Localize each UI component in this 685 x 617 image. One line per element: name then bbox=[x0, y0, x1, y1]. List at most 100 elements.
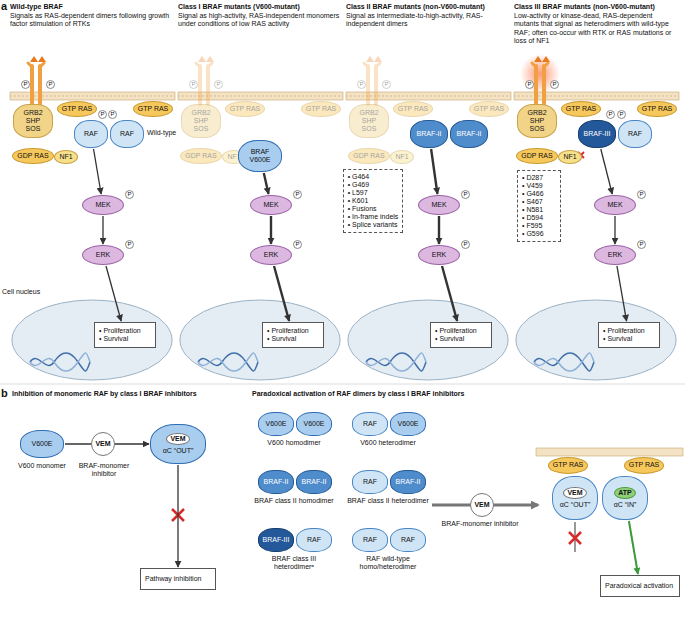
node-text: • L597 bbox=[348, 189, 368, 197]
raf-kinase: ATPαC “IN” bbox=[602, 476, 648, 520]
node-text: • Splice variants bbox=[348, 221, 398, 229]
node-text: VEM bbox=[166, 433, 189, 445]
caption-label: BRAF class III heterodimerᵃ bbox=[252, 555, 336, 572]
signal-arrow bbox=[614, 216, 615, 244]
panel-description: Low-activity or kinase-dead, RAS-depende… bbox=[514, 12, 678, 46]
node-text: MEK bbox=[607, 201, 622, 209]
node-text: GTP RAS bbox=[138, 105, 169, 113]
node-text: αC “IN” bbox=[614, 501, 637, 509]
braf-class-iii: BRAF-III bbox=[258, 528, 295, 552]
signal-arrow bbox=[601, 149, 612, 194]
signal-arrow bbox=[629, 521, 638, 574]
braf-v600e: V600E bbox=[390, 412, 426, 436]
node-text: • In-frame indels bbox=[348, 213, 399, 221]
ras-oval: GTP RAS bbox=[624, 457, 665, 474]
node-text: GRB2 bbox=[191, 109, 210, 117]
node-text: BRAF-II bbox=[417, 130, 442, 138]
receptor-symbol bbox=[364, 56, 382, 104]
node-text: Paradoxical activation bbox=[605, 582, 673, 590]
ras-oval: GTP RAS bbox=[225, 101, 266, 117]
receptor-symbol bbox=[28, 56, 46, 104]
ras-oval: GDP RAS bbox=[180, 148, 221, 164]
panel-letter: b bbox=[1, 387, 8, 400]
raf-kinase: RAF bbox=[296, 528, 332, 552]
adaptor-complex: GRB2SHPSOS bbox=[13, 104, 53, 138]
ras-oval: GTP RAS bbox=[548, 457, 589, 474]
phospho-mark: P bbox=[525, 80, 534, 89]
node-text: GTP RAS bbox=[398, 105, 429, 113]
signal-arrow bbox=[617, 266, 627, 321]
node-text: NF1 bbox=[563, 153, 576, 161]
cell-compartment bbox=[346, 92, 511, 380]
braf-v600e: BRAF V600E bbox=[238, 140, 282, 172]
node-text: V600E bbox=[265, 420, 286, 428]
caption-label: BRAF class II homodimer bbox=[252, 497, 336, 505]
caption-label: BRAF-monomer inhibitor bbox=[72, 462, 136, 479]
mutation-list: • G464• G469• L597• K601• Fusions• In-fr… bbox=[343, 169, 404, 233]
node-text: MEK bbox=[95, 201, 110, 209]
node-text: GTP RAS bbox=[566, 105, 597, 113]
inhibitor-circle: VEM bbox=[91, 432, 115, 456]
outcome-box: Paradoxical activation bbox=[600, 575, 680, 597]
signal-arrow bbox=[274, 266, 289, 321]
kinase-oval: ERK bbox=[418, 245, 460, 265]
node-text: GDP RAS bbox=[17, 152, 48, 160]
caption-label: V600 heterodimer bbox=[346, 439, 430, 447]
raf-kinase: RAF bbox=[352, 470, 388, 494]
node-text: BRAF V600E bbox=[243, 148, 277, 164]
kinase-oval: MEK bbox=[418, 195, 460, 215]
braf-class-ii: BRAF-II bbox=[258, 470, 294, 494]
node-text: RAF bbox=[307, 536, 321, 544]
kinase-oval: ERK bbox=[594, 245, 636, 265]
node-text: SOS bbox=[26, 125, 41, 133]
signal-arrow bbox=[177, 465, 178, 567]
node-text: αC “OUT” bbox=[163, 447, 194, 455]
node-text: ERK bbox=[96, 251, 110, 259]
panel-description: Signal as high-activity, RAS-independent… bbox=[178, 12, 342, 29]
node-text: αC “OUT” bbox=[560, 501, 591, 509]
ras-oval: GTP RAS bbox=[561, 101, 602, 117]
raf-kinase: RAF bbox=[110, 120, 144, 148]
membrane bbox=[536, 448, 683, 456]
annotation-label: Wild-type bbox=[147, 129, 176, 137]
signal-arrow bbox=[264, 173, 269, 194]
raf-kinase: RAF bbox=[390, 528, 426, 552]
ras-oval: GTP RAS bbox=[133, 101, 174, 117]
node-text: NF1 bbox=[59, 153, 72, 161]
node-text: BRAF-III bbox=[263, 536, 290, 544]
node-text: ERK bbox=[264, 251, 278, 259]
kinase-oval: MEK bbox=[82, 195, 124, 215]
signal-arrow bbox=[106, 266, 121, 321]
node-text: ERK bbox=[432, 251, 446, 259]
node-text: GRB2 bbox=[23, 109, 42, 117]
panel-heading: Class II BRAF mutants (non-V600-mutant) bbox=[346, 3, 510, 11]
node-text: BRAF-II bbox=[457, 130, 482, 138]
braf-class-iii: BRAF-III bbox=[578, 120, 616, 148]
raf-kinase: RAF bbox=[352, 412, 388, 436]
adaptor-complex: GRB2SHPSOS bbox=[517, 104, 557, 138]
node-text: • Proliferation bbox=[99, 327, 141, 335]
node-text: • Survival bbox=[99, 335, 128, 343]
phospho-mark: P bbox=[382, 80, 391, 89]
phospho-mark: P bbox=[125, 240, 134, 249]
node-text: BRAF-II bbox=[396, 478, 421, 486]
caption-label: RAF wild-type homo/heterodimer bbox=[346, 555, 430, 572]
phospho-mark: P bbox=[606, 110, 615, 119]
node-text: GRB2 bbox=[359, 109, 378, 117]
node-text: • N581 bbox=[522, 206, 543, 214]
braf-class-ii: BRAF-II bbox=[450, 120, 488, 148]
node-text: GTP RAS bbox=[62, 105, 93, 113]
node-text: GTP RAS bbox=[306, 105, 337, 113]
node-text: • Proliferation bbox=[603, 327, 645, 335]
ras-oval: GTP RAS bbox=[393, 101, 434, 117]
node-text: • G464 bbox=[348, 173, 370, 181]
panel-divider bbox=[0, 384, 685, 385]
node-text: BRAF-II bbox=[264, 478, 289, 486]
panel-heading: Class I BRAF mutants (V600-mutant) bbox=[178, 3, 342, 11]
receptor-symbol bbox=[196, 56, 214, 104]
node-text: SHP bbox=[530, 117, 544, 125]
node-text: • V459 bbox=[522, 182, 543, 190]
node-text: • S467 bbox=[522, 198, 543, 206]
node-text: SOS bbox=[530, 125, 545, 133]
